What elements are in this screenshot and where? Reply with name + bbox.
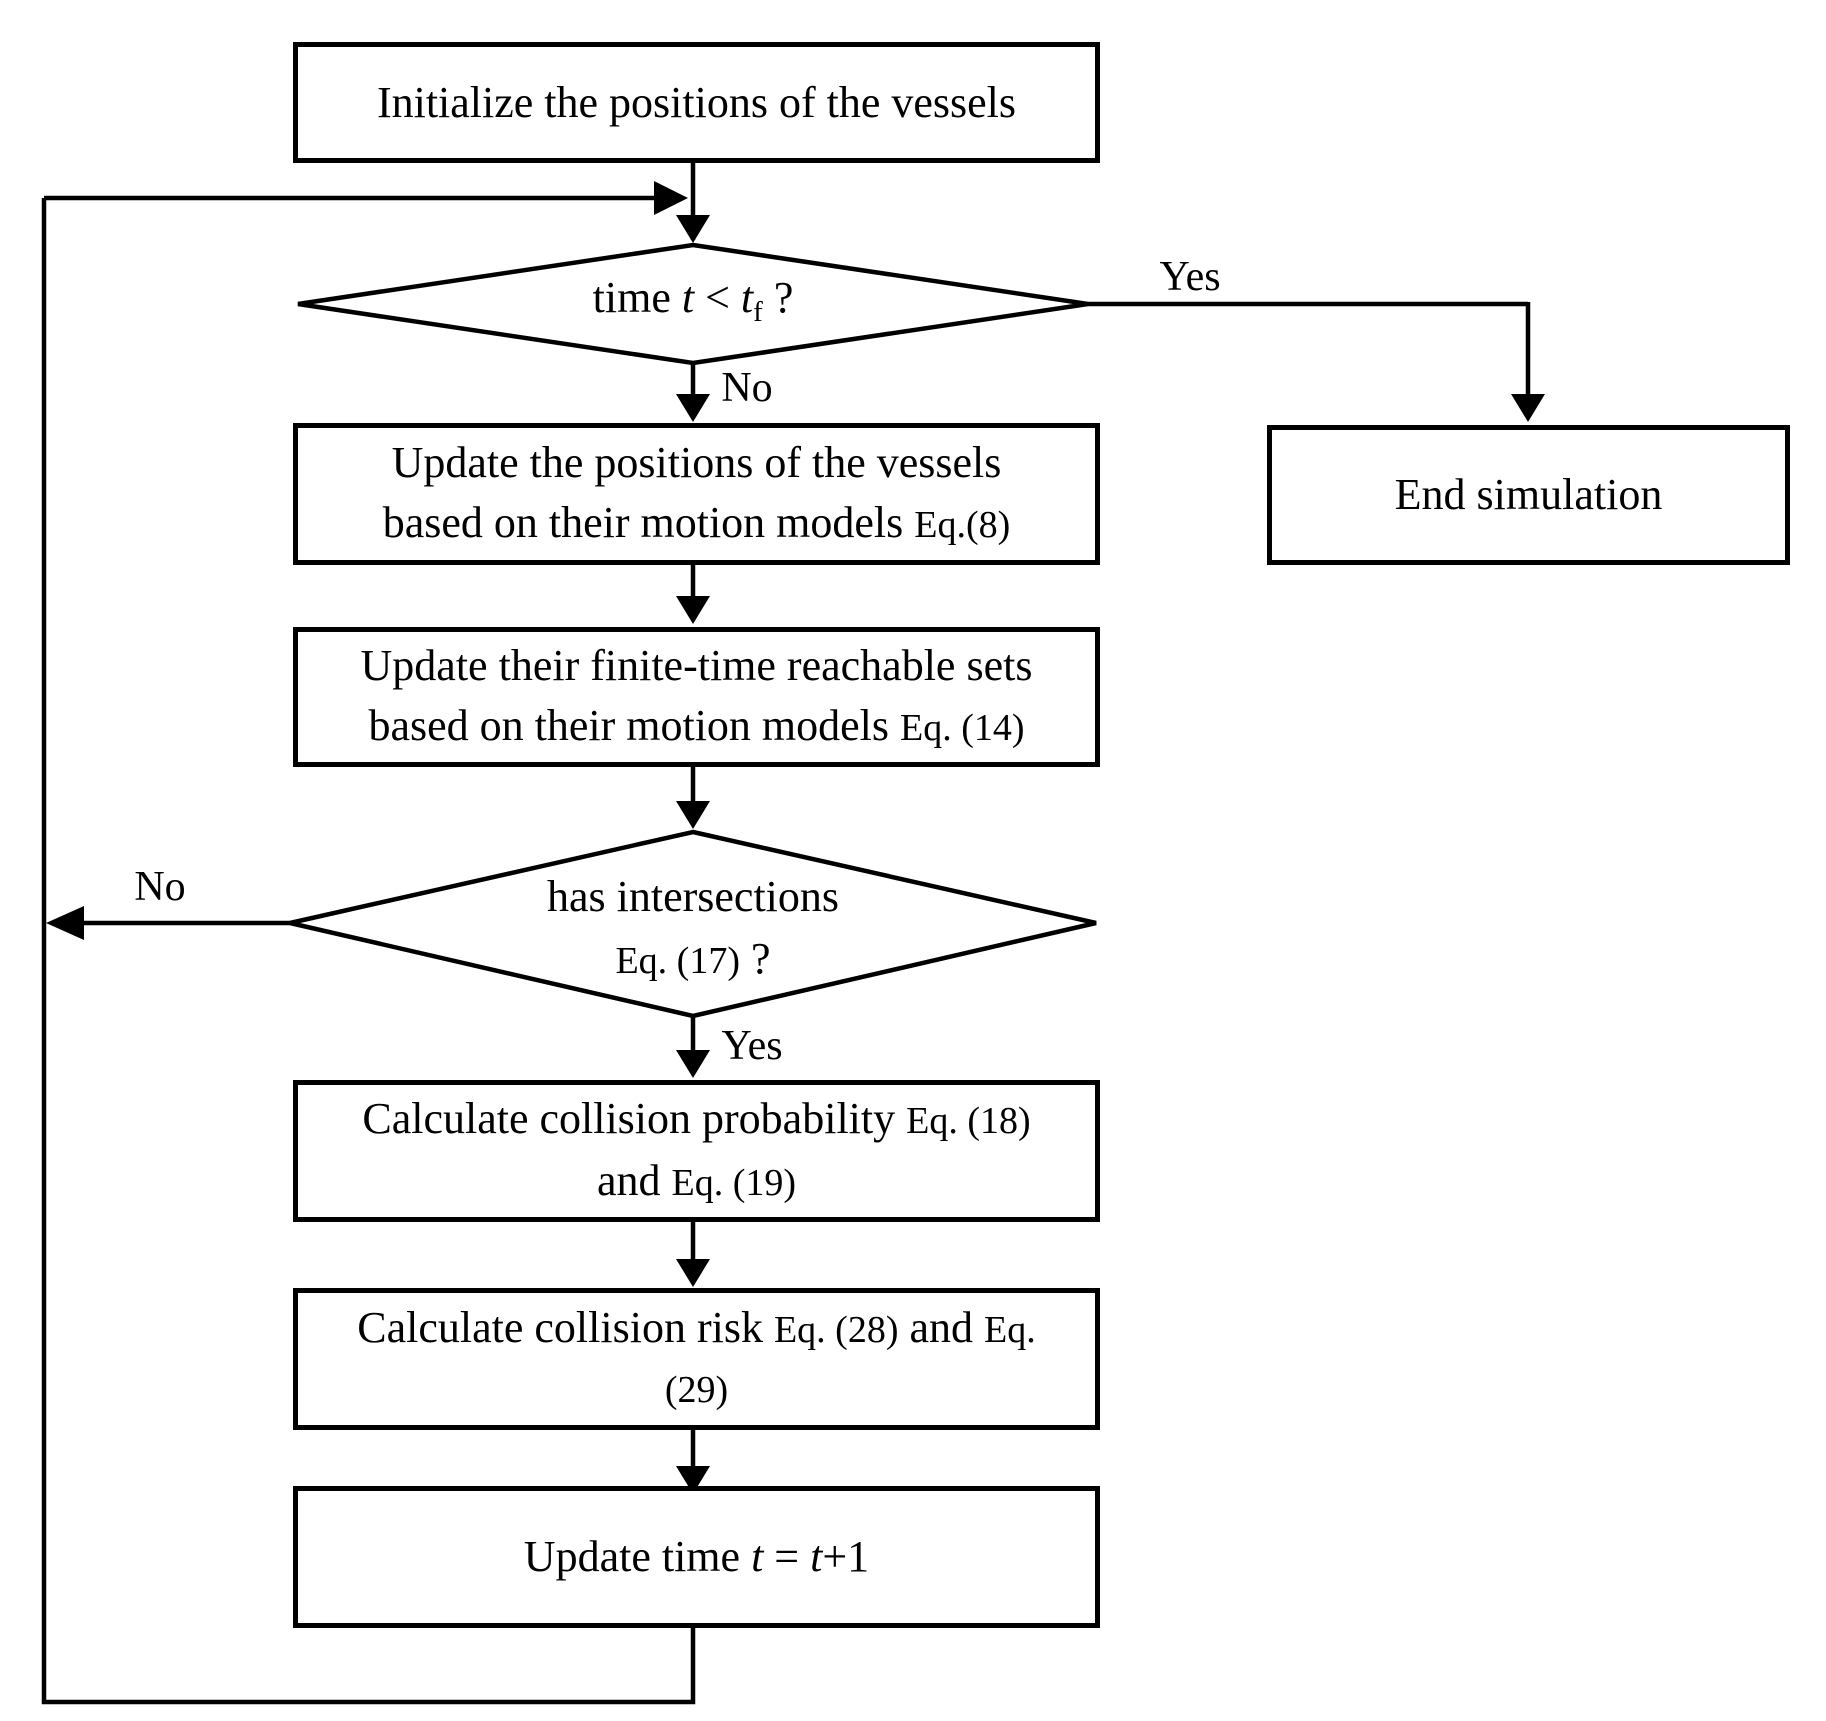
edge-box2-to-box3 (676, 565, 710, 624)
node-update-positions-line2-text: based on their motion models (382, 498, 915, 547)
edge-box4-to-box5 (676, 1222, 710, 1287)
node-calc-collision-probability-eq2-ref: Eq. (19) (671, 1162, 797, 1204)
decision-intersections-line1: has intersections (546, 872, 840, 921)
node-update-reachable-sets-line2: based on their motion models Eq. (14) (368, 696, 1024, 758)
edge-init-to-decision1 (676, 163, 710, 243)
node-end-simulation: End simulation (1267, 425, 1790, 565)
decision-intersections-label: has intersections Eq. (17) ? (547, 866, 839, 992)
node-update-positions-line2: based on their motion models Eq.(8) (383, 493, 1011, 555)
node-update-reachable-sets: Update their finite-time reachable sets … (293, 627, 1100, 767)
label-no-decision1: No (721, 365, 773, 411)
node-calc-collision-risk-line2: (29) (664, 1369, 729, 1411)
edge-decision2-yes-down (676, 1016, 710, 1078)
decision-time-t: t (681, 273, 695, 322)
node-calc-collision-risk-eq1-ref: Eq. (28) (773, 1309, 899, 1351)
node-update-positions: Update the positions of the vessels base… (293, 423, 1100, 565)
edge-box3-to-decision2 (676, 767, 710, 829)
node-calc-collision-probability-line1: Calculate collision probability Eq. (18) (362, 1089, 1030, 1151)
node-calc-collision-probability-and: and (596, 1156, 672, 1205)
node-calc-collision-risk: Calculate collision risk Eq. (28) and Eq… (293, 1288, 1100, 1430)
node-calc-collision-probability-line2: and Eq. (19) (597, 1151, 796, 1213)
decision-time-lt: < (694, 273, 741, 322)
node-update-positions-eq-ref: Eq.(8) (914, 504, 1011, 546)
node-calc-collision-risk-eq2-ref: Eq. (984, 1309, 1036, 1351)
decision-intersections-question-mark: ? (739, 934, 771, 983)
node-initialize: Initialize the positions of the vessels (293, 42, 1100, 163)
decision-time-text: time (592, 273, 682, 322)
node-calc-collision-risk-and: and (898, 1303, 985, 1352)
node-end-simulation-label: End simulation (1394, 470, 1663, 519)
edge-loop-bottom-left (41, 198, 696, 1705)
edge-decision2-no-left (46, 906, 290, 940)
edge-decision1-yes-to-end (1088, 301, 1545, 422)
node-initialize-label: Initialize the positions of the vessels (376, 77, 1017, 127)
label-yes-decision1: Yes (1159, 254, 1221, 300)
node-calc-collision-probability: Calculate collision probability Eq. (18)… (293, 1080, 1100, 1222)
decision-time-tf: t (740, 273, 754, 322)
node-calc-collision-probability-eq1-ref: Eq. (18) (906, 1100, 1031, 1142)
node-update-positions-line1: Update the positions of the vessels (391, 438, 1002, 487)
node-update-reachable-sets-line2-text: based on their motion models (368, 701, 901, 750)
node-update-time: Update time t = t+1 (293, 1486, 1100, 1628)
node-update-time-text: Update time (523, 1532, 752, 1581)
node-update-reachable-sets-eq-ref: Eq. (14) (900, 707, 1025, 749)
node-update-reachable-sets-line1: Update their finite-time reachable sets (360, 641, 1033, 690)
decision-time-subscript-f: f (753, 296, 763, 328)
decision-time-label: time t < tf ? (593, 267, 794, 343)
node-update-time-t2: t (810, 1532, 823, 1581)
decision-intersections-eq-ref: Eq. (17) (615, 940, 740, 982)
edge-loop-return-top (44, 181, 688, 215)
edge-box5-to-box6 (676, 1430, 710, 1494)
node-calc-collision-risk-line1: Calculate collision risk Eq. (28) and Eq… (357, 1298, 1035, 1360)
node-update-time-plus1: +1 (822, 1532, 870, 1581)
label-no-decision2: No (134, 864, 186, 910)
node-update-time-equals: = (763, 1532, 811, 1581)
edge-decision1-no-down (676, 363, 710, 422)
node-calc-collision-risk-text: Calculate collision risk (357, 1303, 774, 1352)
node-update-time-label: Update time t = t+1 (524, 1527, 869, 1587)
decision-intersections-line2: Eq. (17) ? (547, 928, 839, 992)
node-calc-collision-probability-text: Calculate collision probability (362, 1094, 907, 1143)
node-update-time-t1: t (751, 1532, 764, 1581)
decision-time-question-mark: ? (762, 273, 794, 322)
label-yes-decision2: Yes (721, 1023, 783, 1069)
